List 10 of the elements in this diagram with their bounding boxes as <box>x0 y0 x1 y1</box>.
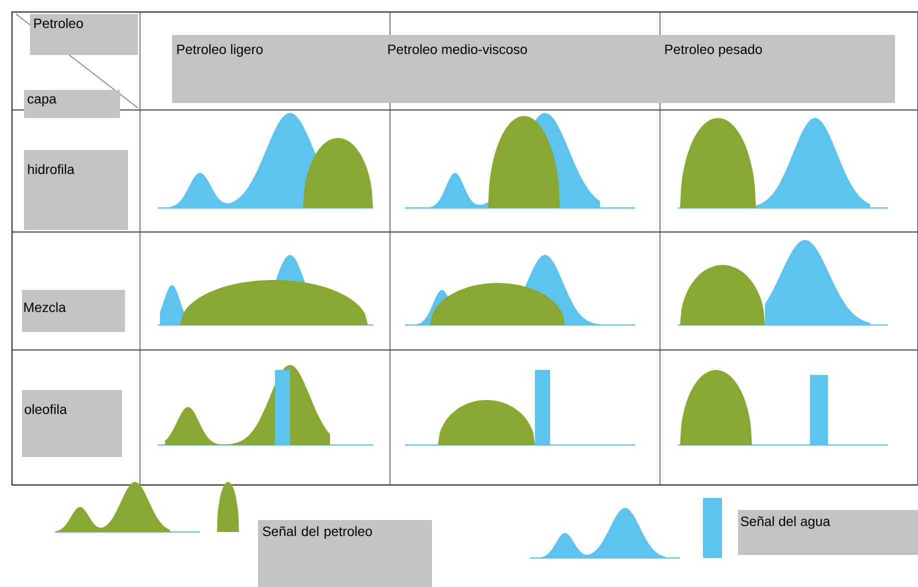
header-label: capa <box>24 90 120 118</box>
row-header: hidrofila <box>24 150 128 230</box>
column-header: Petroleo ligero <box>177 44 263 57</box>
column-header: Petroleo pesado <box>665 44 762 57</box>
header-label: Petroleo <box>30 14 138 55</box>
column-header: Petroleo medio-viscoso <box>388 44 527 54</box>
legend-label: Señal del agua <box>738 510 918 555</box>
row-header: Mezcla <box>22 290 125 332</box>
legend-label: Señal del petroleo <box>258 520 432 587</box>
row-header: oleofila <box>22 390 122 457</box>
